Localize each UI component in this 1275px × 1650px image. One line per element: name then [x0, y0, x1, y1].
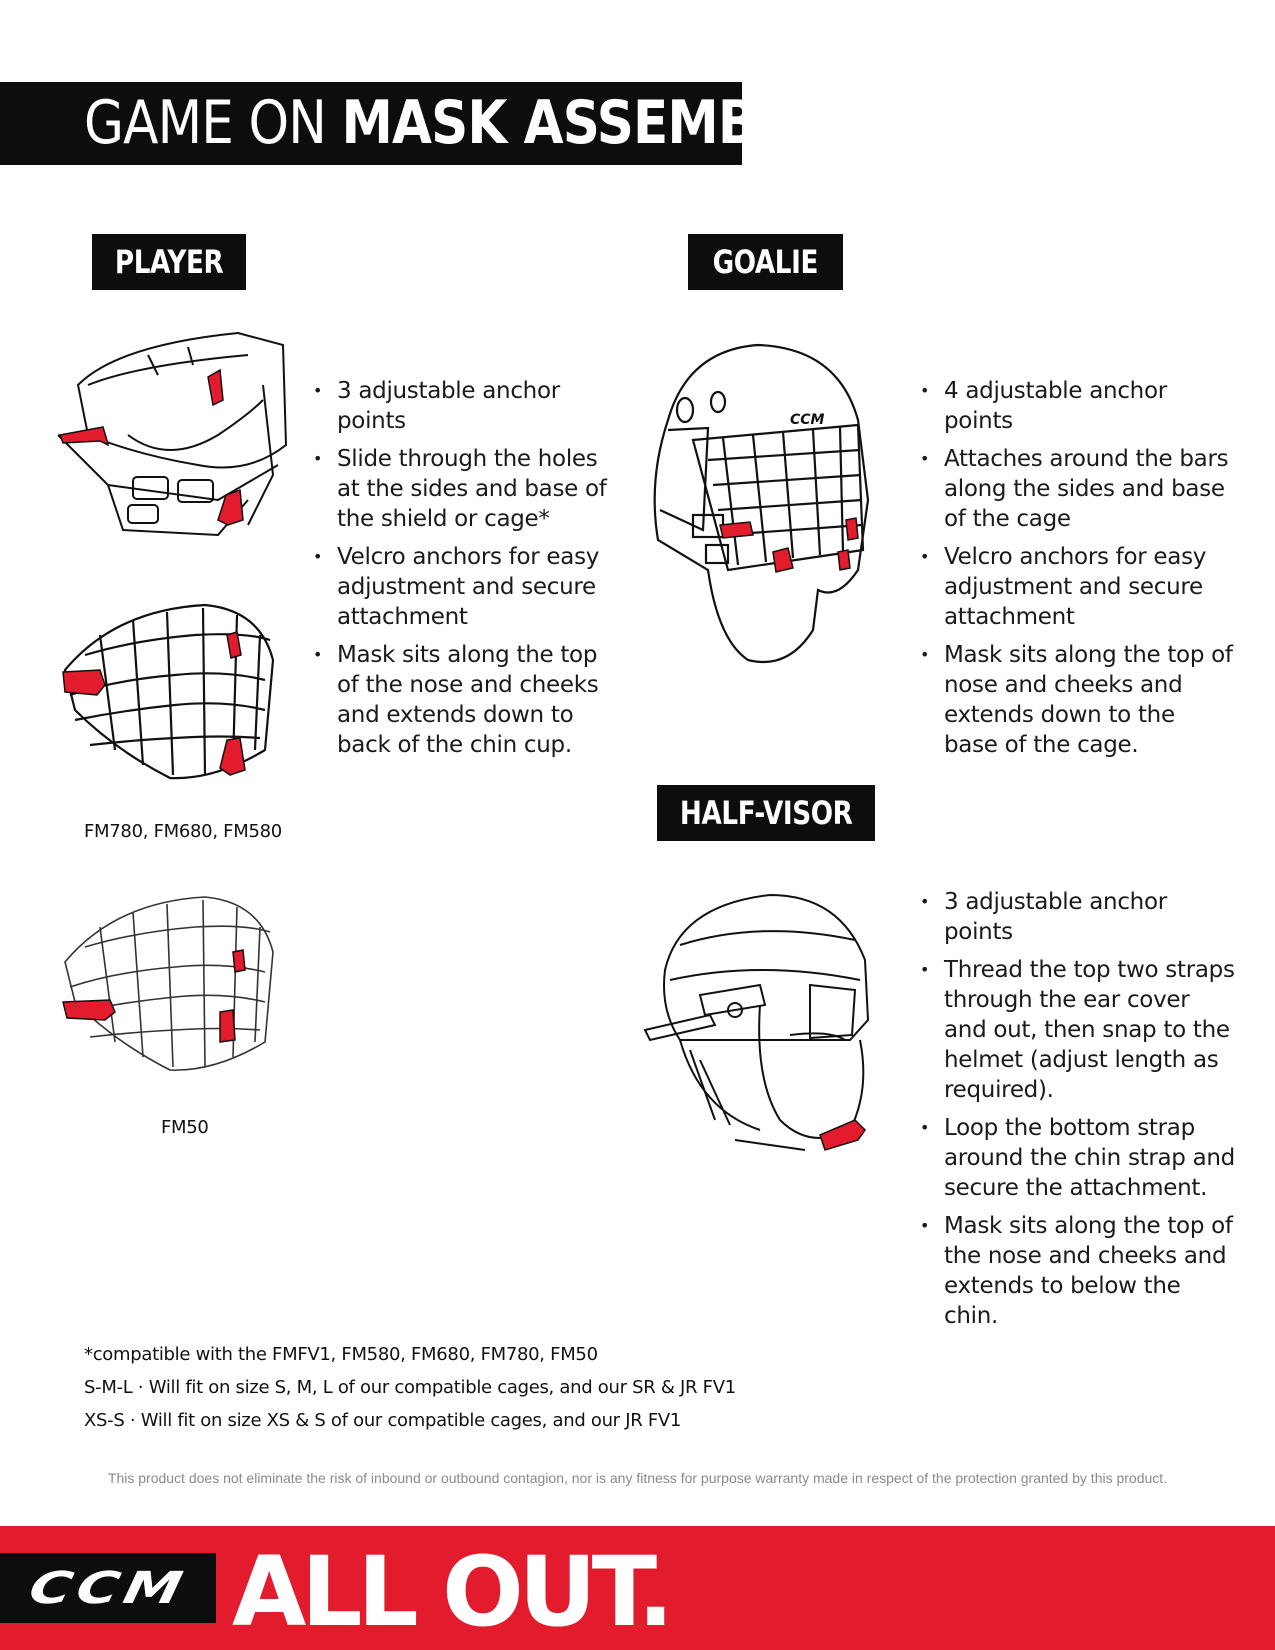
- player-caption-1: FM780, FM680, FM580: [84, 821, 282, 842]
- half-visor-bullet: Mask sits along the top of the nose and …: [920, 1211, 1235, 1331]
- footer-banner: CCM ALL OUT.: [0, 1526, 1275, 1650]
- player-bullet: 3 adjustable anchor points: [313, 376, 613, 436]
- player-bullet: Velcro anchors for easy adjustment and s…: [313, 542, 613, 632]
- player-label: PLAYER: [92, 234, 246, 290]
- notes: *compatible with the FMFV1, FM580, FM680…: [84, 1344, 736, 1443]
- page-title: GAME ON MASK ASSEMBLY: [84, 88, 818, 158]
- goalie-mask-illustration: CCM: [653, 343, 870, 664]
- player-cage-mask-illustration: [62, 603, 275, 780]
- note-sml: S-M-L · Will fit on size S, M, L of our …: [84, 1377, 736, 1398]
- player-shield-mask-illustration: [57, 331, 288, 537]
- half-visor-bullet: 3 adjustable anchor points: [920, 887, 1235, 947]
- ccm-logo-text: CCM: [24, 1562, 192, 1614]
- title-bar: GAME ON MASK ASSEMBLY: [0, 82, 818, 165]
- player-fm50-illustration: [62, 896, 274, 1071]
- slogan: ALL OUT.: [232, 1536, 674, 1648]
- goalie-bullet-list: 4 adjustable anchor points Attaches arou…: [920, 376, 1235, 768]
- note-xss: XS-S · Will fit on size XS & S of our co…: [84, 1410, 682, 1431]
- goalie-helmet-logo: CCM: [790, 412, 825, 428]
- goalie-bullet: Attaches around the bars along the sides…: [920, 444, 1235, 534]
- ccm-logo: CCM: [0, 1553, 216, 1623]
- goalie-label: GOALIE: [688, 234, 843, 290]
- goalie-bullet: 4 adjustable anchor points: [920, 376, 1235, 436]
- player-bullet-list: 3 adjustable anchor points Slide through…: [313, 376, 613, 768]
- half-visor-label: HALF-VISOR: [657, 785, 875, 841]
- player-bullet: Mask sits along the top of the nose and …: [313, 640, 613, 760]
- goalie-bullet: Velcro anchors for easy adjustment and s…: [920, 542, 1235, 632]
- disclaimer: This product does not eliminate the risk…: [107, 1470, 1168, 1486]
- title-light: GAME ON: [84, 88, 342, 158]
- player-caption-2: FM50: [161, 1117, 209, 1138]
- half-visor-bullet: Thread the top two straps through the ea…: [920, 955, 1235, 1105]
- note-compatibility: *compatible with the FMFV1, FM580, FM680…: [84, 1344, 598, 1365]
- half-visor-bullet-list: 3 adjustable anchor points Thread the to…: [920, 887, 1235, 1339]
- title-bold: MASK ASSEMBLY: [341, 88, 818, 158]
- half-visor-bullet: Loop the bottom strap around the chin st…: [920, 1113, 1235, 1203]
- player-bullet: Slide through the holes at the sides and…: [313, 444, 613, 534]
- half-visor-illustration: [643, 893, 870, 1151]
- goalie-bullet: Mask sits along the top of nose and chee…: [920, 640, 1235, 760]
